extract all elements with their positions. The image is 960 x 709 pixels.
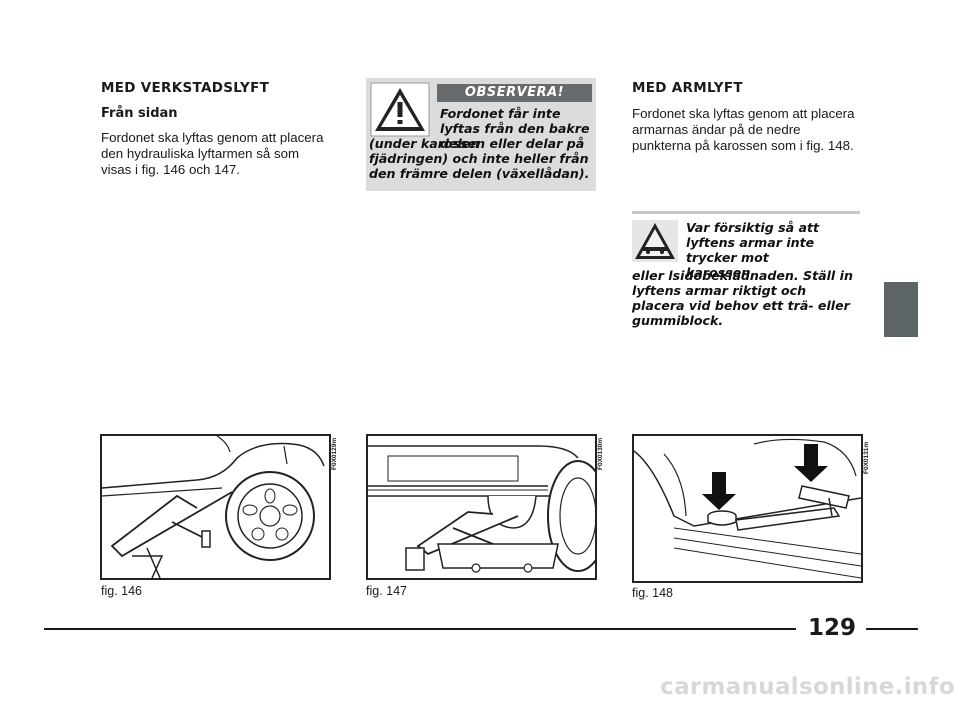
- warning-banner-label: OBSERVERA!: [464, 85, 565, 100]
- caution-rest-text: eller lsidobeklädnaden. Ställ in lyftens…: [632, 268, 853, 328]
- car-lift-warning-icon: [632, 220, 678, 262]
- figure-148-code: F0X0131m: [863, 441, 870, 474]
- warning-box: OBSERVERA! Fordonet får inte lyftas från…: [366, 78, 596, 191]
- watermark: carmanualsonline.info: [660, 674, 955, 700]
- warning-lead-text: Fordonet får inte lyftas från den bakre …: [440, 106, 590, 151]
- right-column: MED ARMLYFT Fordonet ska lyftas genom at…: [632, 80, 862, 154]
- section-heading-verkstadslyft: MED VERKSTADSLYFT: [101, 80, 270, 96]
- footer-rule-right: [866, 628, 918, 630]
- warning-banner: OBSERVERA!: [437, 84, 592, 102]
- warning-rest-text: (under karossen eller delar på fjädringe…: [369, 136, 590, 181]
- page-number: 129: [807, 615, 856, 641]
- figure-146-caption: fig. 146: [101, 584, 143, 598]
- caution-rule: [632, 211, 860, 214]
- figure-148-image: [632, 434, 863, 583]
- right-body-text: Fordonet ska lyftas genom att placera ar…: [632, 106, 855, 153]
- figure-147-code: F0X0130m: [597, 437, 604, 470]
- figure-146-image: [100, 434, 331, 580]
- caution-block: Var försiktig så att lyftens armar inte …: [632, 218, 862, 338]
- left-column: MED VERKSTADSLYFT Från sidan Fordonet sk…: [101, 80, 331, 178]
- warning-triangle-icon: [370, 82, 430, 137]
- left-body-text: Fordonet ska lyftas genom att placera de…: [101, 130, 324, 177]
- figure-147-image: [366, 434, 597, 580]
- chapter-tab: [884, 282, 918, 337]
- section-heading-armlyft: MED ARMLYFT: [632, 80, 743, 96]
- figure-146-code: F0X0129m: [331, 437, 338, 470]
- caution-lead-text: Var försiktig så att lyftens armar inte …: [686, 220, 820, 280]
- figure-148-caption: fig. 148: [632, 586, 674, 600]
- footer-rule-left: [44, 628, 796, 630]
- figure-147-caption: fig. 147: [366, 584, 408, 598]
- subheading-fran-sidan: Från sidan: [101, 106, 178, 121]
